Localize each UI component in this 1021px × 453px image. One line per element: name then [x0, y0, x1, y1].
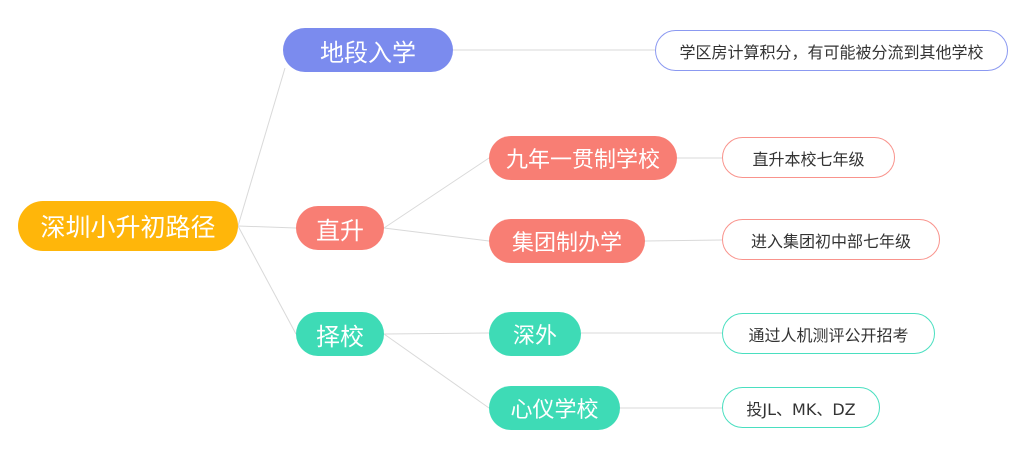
sub-node-shenwai[interactable]: 深外	[489, 312, 581, 356]
connector-root-district	[237, 67, 286, 227]
leaf-node-nine-year-note[interactable]: 直升本校七年级	[722, 137, 895, 178]
connector-choose-dream	[383, 333, 490, 409]
sub-node-group-school[interactable]: 集团制办学	[489, 219, 645, 263]
connector-group-leaf	[644, 239, 723, 242]
branch-node-direct-promotion[interactable]: 直升	[296, 206, 384, 250]
connector-choose-shenwai	[383, 332, 490, 335]
leaf-node-district-note[interactable]: 学区房计算积分，有可能被分流到其他学校	[655, 30, 1008, 71]
branch-node-school-choice[interactable]: 择校	[296, 312, 384, 356]
sub-node-nine-year-school[interactable]: 九年一贯制学校	[489, 136, 677, 180]
branch-node-district-enrollment[interactable]: 地段入学	[283, 28, 453, 72]
leaf-node-dream-note[interactable]: 投JL、MK、DZ	[722, 387, 880, 428]
sub-node-dream-school[interactable]: 心仪学校	[489, 386, 620, 430]
leaf-node-shenwai-note[interactable]: 通过人机测评公开招考	[722, 313, 935, 354]
connector-direct-nineyear	[383, 157, 490, 229]
connector-direct-group	[383, 227, 490, 242]
leaf-node-group-note[interactable]: 进入集团初中部七年级	[722, 219, 940, 260]
root-node[interactable]: 深圳小升初路径	[18, 201, 238, 251]
connector-root-direct	[237, 225, 297, 229]
connector-root-choose	[237, 225, 297, 335]
